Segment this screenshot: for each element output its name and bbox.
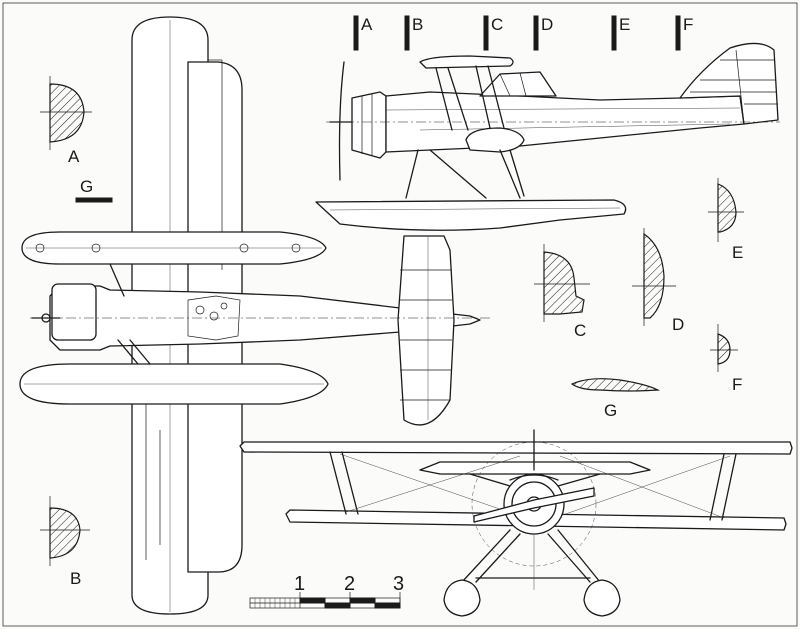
station-marker-f-bar (675, 15, 681, 51)
section-e (708, 178, 744, 242)
section-g-indicator (75, 197, 113, 203)
side-engine-cowling (351, 91, 387, 159)
side-view (315, 42, 780, 231)
section-b (40, 496, 90, 566)
section-g (570, 378, 661, 392)
side-float (315, 199, 627, 231)
section-label-d: D (672, 315, 684, 334)
side-upper-wing (419, 55, 514, 69)
station-marker-d: D (541, 15, 553, 34)
section-c (534, 244, 590, 322)
station-marker-f: F (683, 15, 693, 34)
scale-tick-2: 2 (344, 573, 355, 595)
section-a (40, 76, 92, 150)
station-marker-e: E (619, 15, 630, 34)
front-float-right (583, 579, 621, 617)
station-marker-a: A (361, 15, 373, 34)
section-label-g: G (604, 401, 617, 420)
station-marker-c-bar (483, 15, 489, 51)
station-markers: A B C D E F (353, 15, 693, 51)
station-marker-e-bar (611, 15, 617, 51)
plan-horizontal-tail (397, 235, 455, 426)
side-lower-wing (465, 127, 525, 153)
plan-engine-cowling (51, 283, 97, 341)
section-label-f: F (732, 375, 742, 394)
front-float-left (443, 579, 481, 617)
front-propeller-blade (473, 487, 595, 523)
station-marker-d-bar (533, 15, 539, 51)
side-canopy (479, 71, 557, 97)
scale-bar (249, 592, 401, 609)
scale-tick-3: 3 (393, 573, 404, 595)
front-view (239, 429, 793, 617)
section-f (710, 324, 738, 372)
station-marker-b-bar (404, 15, 410, 51)
section-label-c: C (574, 321, 586, 340)
section-label-b: B (70, 569, 81, 588)
station-marker-a-bar (353, 15, 359, 51)
plan-view (19, 16, 490, 615)
section-label-a: A (68, 147, 80, 166)
front-upper-wing (239, 441, 793, 455)
section-d (632, 228, 676, 326)
side-propeller (338, 61, 345, 181)
front-propeller-disc (471, 441, 597, 567)
section-label-e: E (732, 243, 743, 262)
station-marker-c: C (491, 15, 503, 34)
scale-tick-1: 1 (294, 573, 305, 595)
section-label-g-indicator: G (80, 177, 93, 196)
station-marker-b: B (412, 15, 423, 34)
